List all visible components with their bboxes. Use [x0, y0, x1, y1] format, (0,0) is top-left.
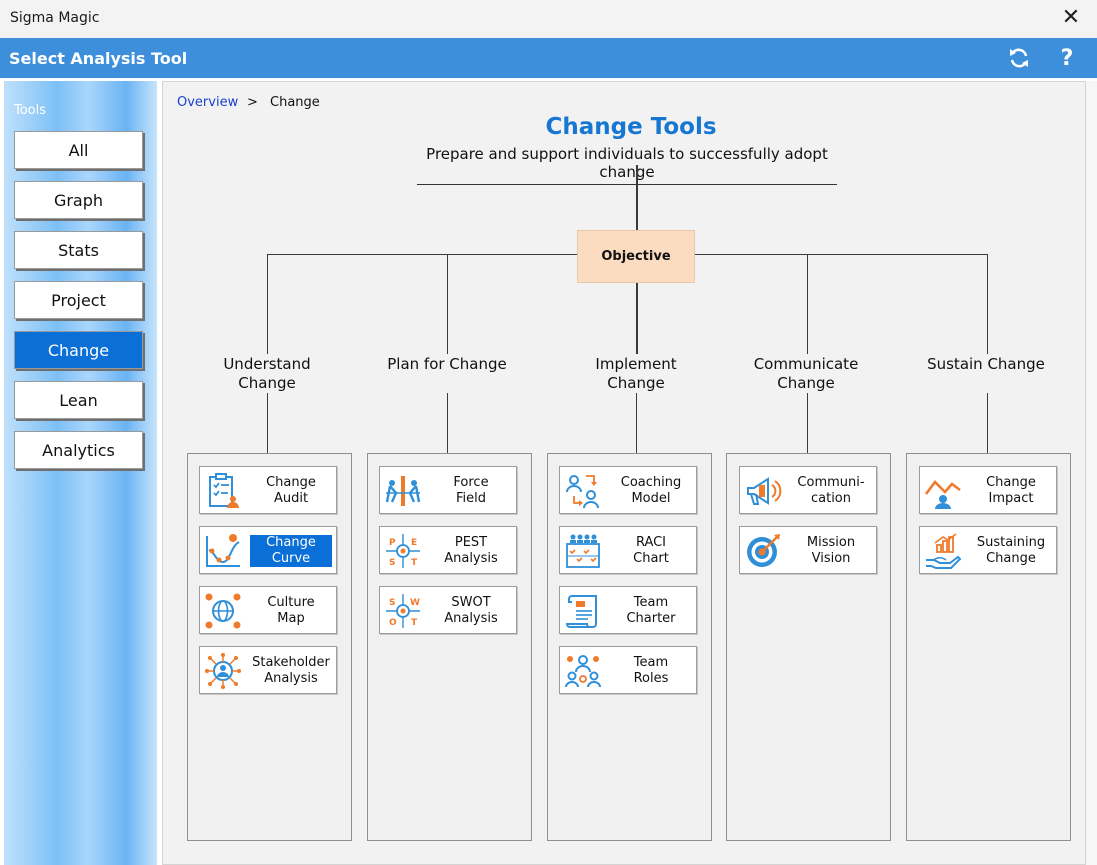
- connector-line: [267, 254, 268, 354]
- tug-of-war-icon: [385, 476, 421, 506]
- swot-grid-icon: S W O T: [386, 594, 420, 628]
- sidebar-item-stats[interactable]: Stats: [14, 231, 143, 269]
- category-communicate-change: Communicate Change: [753, 355, 859, 392]
- tool-label: Team Roles: [633, 655, 669, 686]
- scroll-document-icon: [565, 595, 597, 628]
- raci-table-icon: [566, 534, 600, 568]
- tool-label: Change Audit: [266, 475, 316, 506]
- tool-label: Communi- cation: [797, 475, 865, 506]
- sidebar-label: Tools: [14, 103, 47, 118]
- connector-line: [636, 165, 638, 230]
- window-titlebar: Sigma Magic ✕: [0, 0, 1097, 38]
- connector-line: [636, 393, 637, 453]
- sidebar-item-all[interactable]: All: [14, 131, 143, 169]
- tool-team-charter-button[interactable]: Team Charter: [559, 586, 697, 634]
- window-title: Sigma Magic: [10, 10, 100, 26]
- help-icon[interactable]: ?: [1060, 45, 1074, 71]
- svg-text:E: E: [411, 538, 417, 548]
- tool-panel-communicate: [726, 453, 891, 841]
- tool-label: Stakeholder Analysis: [252, 655, 330, 686]
- connector-line: [636, 283, 638, 354]
- target-icon: [747, 534, 780, 567]
- pest-grid-icon: P E S T: [386, 534, 420, 568]
- page-subtitle: Prepare and support individuals to succe…: [417, 145, 837, 185]
- tool-stakeholder-analysis-button[interactable]: Stakeholder Analysis: [199, 646, 337, 694]
- page-title: Change Tools: [545, 114, 717, 140]
- category-implement-change: Implement Change: [595, 355, 677, 392]
- connector-line: [987, 254, 988, 354]
- header-bar: Select Analysis Tool ?: [0, 38, 1097, 78]
- tool-label: Culture Map: [267, 595, 315, 626]
- clipboard-checklist-icon: [209, 473, 239, 508]
- breadcrumb-separator: >: [247, 95, 258, 110]
- tool-label: RACI Chart: [633, 535, 669, 566]
- tool-label: Force Field: [453, 475, 489, 506]
- tool-label: SWOT Analysis: [444, 595, 498, 626]
- line-curve-icon: [206, 534, 240, 567]
- tools-sidebar: Tools All Graph Stats Project Change Lea…: [4, 81, 157, 865]
- tool-raci-chart-button[interactable]: RACI Chart: [559, 526, 697, 574]
- coaching-people-icon: [566, 475, 599, 509]
- stakeholder-hub-icon: [205, 653, 241, 689]
- svg-text:T: T: [411, 558, 418, 568]
- tool-label: PEST Analysis: [444, 535, 498, 566]
- tool-panel-plan: [367, 453, 532, 841]
- tool-change-audit-button[interactable]: Change Audit: [199, 466, 337, 514]
- tool-label: Mission Vision: [806, 535, 856, 566]
- svg-text:W: W: [410, 598, 420, 608]
- connector-line: [807, 393, 808, 453]
- globe-network-icon: [205, 593, 241, 629]
- header-title: Select Analysis Tool: [9, 49, 188, 68]
- window-edge: [1086, 81, 1097, 865]
- tool-communication-button[interactable]: Communi- cation: [739, 466, 877, 514]
- sidebar-item-change[interactable]: Change: [14, 331, 143, 369]
- connector-line: [267, 393, 268, 453]
- connector-line: [987, 393, 988, 453]
- category-sustain-change: Sustain Change: [927, 355, 1045, 373]
- sidebar-item-analytics[interactable]: Analytics: [14, 431, 143, 469]
- tool-panel-sustain: [906, 453, 1071, 841]
- tool-label: Coaching Model: [620, 475, 682, 506]
- connector-line: [447, 393, 448, 453]
- tool-coaching-model-button[interactable]: Coaching Model: [559, 466, 697, 514]
- svg-text:T: T: [411, 618, 418, 628]
- hand-growth-icon: [926, 533, 962, 569]
- tool-force-field-button[interactable]: Force Field: [379, 466, 517, 514]
- tool-change-impact-button[interactable]: Change Impact: [919, 466, 1057, 514]
- tool-label: Sustaining Change: [976, 535, 1046, 566]
- megaphone-icon: [747, 477, 782, 505]
- connector-line: [695, 254, 988, 255]
- close-icon[interactable]: ✕: [1061, 5, 1081, 30]
- svg-text:S: S: [389, 558, 395, 568]
- connector-line: [447, 254, 448, 354]
- tool-team-roles-button[interactable]: Team Roles: [559, 646, 697, 694]
- svg-text:O: O: [389, 618, 397, 628]
- impact-chart-icon: [924, 480, 961, 509]
- connector-line: [267, 254, 578, 255]
- tool-swot-analysis-button[interactable]: S W O T SWOT Analysis: [379, 586, 517, 634]
- tool-sustaining-change-button[interactable]: Sustaining Change: [919, 526, 1057, 574]
- sidebar-item-project[interactable]: Project: [14, 281, 143, 319]
- sidebar-item-graph[interactable]: Graph: [14, 181, 143, 219]
- svg-text:P: P: [389, 538, 396, 548]
- category-understand-change: Understand Change: [223, 355, 311, 392]
- tool-mission-vision-button[interactable]: Mission Vision: [739, 526, 877, 574]
- tool-pest-analysis-button[interactable]: P E S T PEST Analysis: [379, 526, 517, 574]
- category-plan-for-change: Plan for Change: [387, 355, 507, 373]
- tool-label: Change Impact: [986, 475, 1036, 506]
- tool-culture-map-button[interactable]: Culture Map: [199, 586, 337, 634]
- sidebar-item-lean[interactable]: Lean: [14, 381, 143, 419]
- tool-label: Change Curve: [250, 535, 332, 567]
- tool-change-curve-button[interactable]: Change Curve: [199, 526, 337, 574]
- objective-box: Objective: [577, 230, 695, 283]
- svg-text:S: S: [389, 598, 395, 608]
- breadcrumb-current: Change: [270, 95, 320, 110]
- breadcrumb-overview-link[interactable]: Overview: [177, 95, 239, 110]
- refresh-icon[interactable]: [1005, 44, 1033, 72]
- tool-label: Team Charter: [626, 595, 676, 626]
- team-group-icon: [565, 655, 601, 688]
- connector-line: [807, 254, 808, 354]
